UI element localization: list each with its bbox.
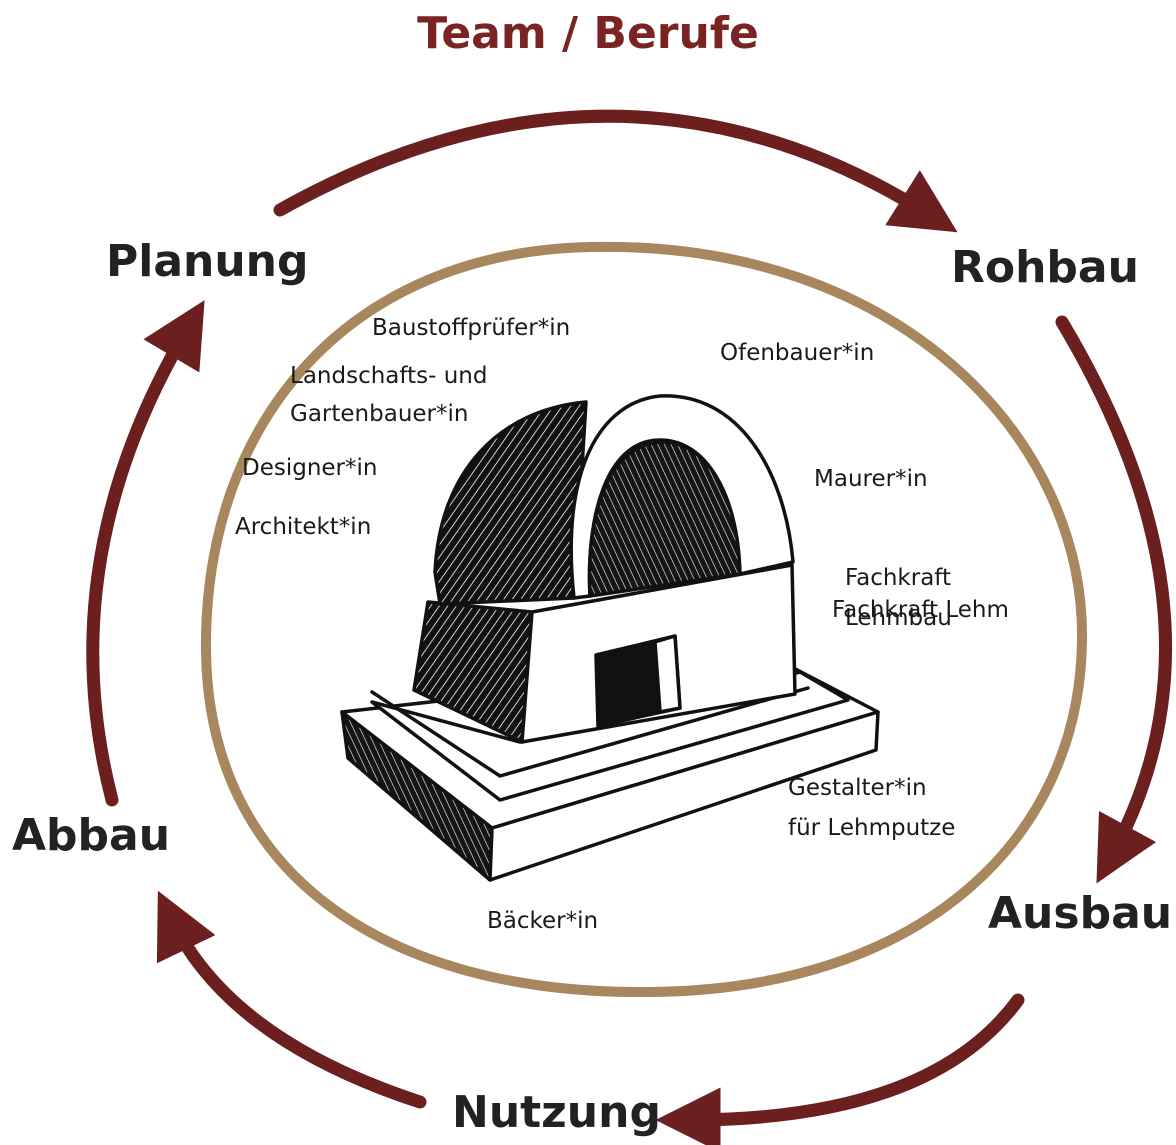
team-ring <box>200 241 1088 998</box>
job-label-fachkraft-overlap: Fachkraft Lehm <box>832 597 1009 623</box>
phase-label-ausbau: Ausbau <box>988 888 1173 939</box>
job-label-ofenbauer: Ofenbauer*in <box>720 340 875 366</box>
phase-label-planung: Planung <box>106 236 309 287</box>
arrow-nutzung-to-abbau <box>156 890 427 1109</box>
job-label-gestalter-line1: Gestalter*in <box>788 775 927 801</box>
phase-label-nutzung: Nutzung <box>452 1087 661 1138</box>
arrow-rohbau-to-ausbau <box>1055 315 1172 884</box>
job-label-fachkraft-line2: Lehmbau <box>845 605 952 631</box>
job-label-baustoffpruefer: Baustoffprüfer*in <box>372 315 571 341</box>
job-label-landschaft-line2: Gartenbauer*in <box>290 401 469 427</box>
arrow-abbau-to-planung <box>86 300 205 807</box>
clay-oven-sketch-icon <box>340 394 880 882</box>
arrow-ausbau-to-nutzung <box>655 993 1025 1145</box>
job-label-maurer: Maurer*in <box>814 466 928 492</box>
phase-label-abbau: Abbau <box>12 810 171 861</box>
job-label-gestalter-line2: für Lehmputze <box>788 815 956 841</box>
arrow-planung-to-rohbau <box>273 109 958 233</box>
diagram-title: Team / Berufe <box>417 8 759 59</box>
job-label-baecker: Bäcker*in <box>487 908 599 934</box>
job-label-fachkraft-line1: Fachkraft <box>845 565 952 591</box>
job-label-architekt: Architekt*in <box>235 514 372 540</box>
job-label-landschaft-line1: Landschafts- und <box>290 363 488 389</box>
job-label-designer: Designer*in <box>242 455 378 481</box>
cycle-arrows <box>86 109 1172 1145</box>
phase-label-rohbau: Rohbau <box>951 242 1139 293</box>
